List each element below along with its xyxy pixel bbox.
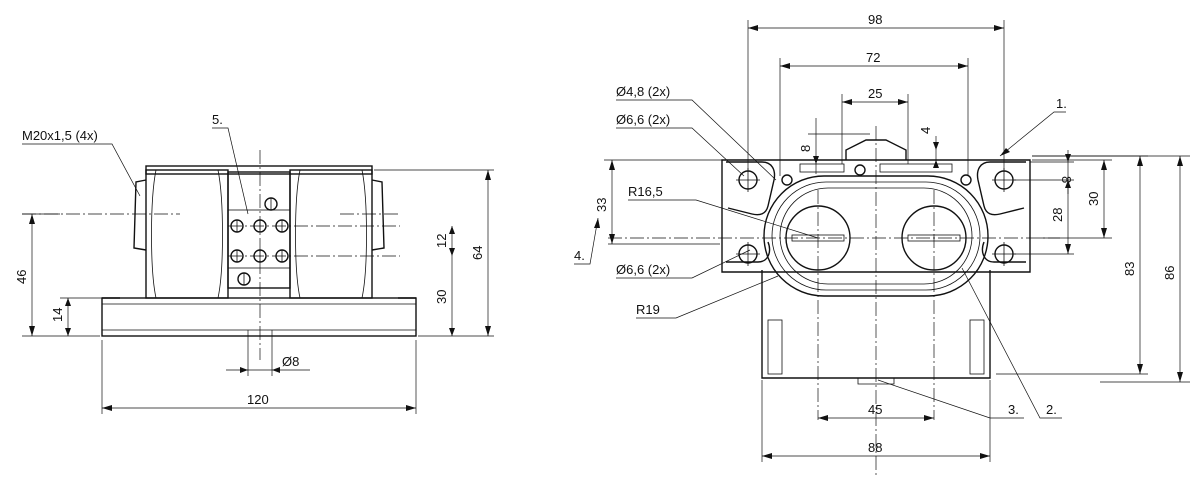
right-block-curves <box>295 169 367 299</box>
left-gland-nub <box>133 179 147 251</box>
dimension-88: 88 <box>761 380 991 462</box>
thread-callout: M20x1,5 (4x) <box>22 128 141 197</box>
left-block-curves <box>151 169 223 299</box>
item-3-callout: 3. <box>877 379 1024 419</box>
mounting-holes <box>736 168 1016 266</box>
bottom-tab <box>857 378 895 385</box>
radius-19-callout: R19 <box>636 275 779 319</box>
hole-66-bottom-callout: Ø6,6 (2x) <box>616 249 751 279</box>
item-1-label: 1. <box>1056 96 1067 111</box>
dim-86-label: 86 <box>1162 266 1177 280</box>
dim-dia8-label: Ø8 <box>282 354 299 369</box>
dim-98-label: 98 <box>868 12 882 27</box>
flange-plate <box>721 159 1031 273</box>
dimension-12: 12 <box>434 226 455 256</box>
terminal-frame <box>227 209 291 269</box>
item-5-callout: 5. <box>212 112 249 215</box>
top-screw <box>854 164 866 176</box>
dimension-33: 33 <box>594 159 722 245</box>
top-cover <box>145 165 373 175</box>
dimension-8-top: 8 <box>798 118 870 174</box>
dimension-4: 4 <box>918 127 939 168</box>
terminal-screws <box>230 197 289 286</box>
dim-46-label: 46 <box>14 270 29 284</box>
right-small-screw <box>960 174 972 186</box>
dimension-8-right: 8 <box>1014 150 1074 194</box>
dim-88-label: 88 <box>868 440 882 455</box>
dim-33-label: 33 <box>594 198 609 212</box>
dimension-30-right: 30 <box>1032 159 1112 239</box>
item-2-label: 2. <box>1046 402 1057 417</box>
left-small-screw <box>781 174 793 186</box>
item-4-callout: 4. <box>574 217 600 265</box>
dim-45-label: 45 <box>868 402 882 417</box>
dimension-25: 25 <box>841 86 909 164</box>
lower-left-slot <box>767 319 783 375</box>
top-slot-left <box>799 163 845 173</box>
right-bracket <box>976 161 1026 216</box>
radius-165-callout: R16,5 <box>628 184 819 239</box>
hole-66-top-label: Ø6,6 (2x) <box>616 112 670 127</box>
left-body-block <box>145 169 229 299</box>
hole-48-label: Ø4,8 (2x) <box>616 84 670 99</box>
item-4-label: 4. <box>574 248 585 263</box>
dimension-28: 28 <box>1014 180 1074 255</box>
dimension-86: 86 <box>1032 155 1190 383</box>
dim-120-label: 120 <box>247 392 269 407</box>
hole-66-top-callout: Ø6,6 (2x) <box>616 112 745 177</box>
dim-12-label: 12 <box>434 234 449 248</box>
dim-8-top-label: 8 <box>798 145 813 152</box>
dimension-83: 83 <box>996 155 1148 375</box>
dim-30-label: 30 <box>434 290 449 304</box>
lower-right-slot <box>969 319 985 375</box>
dimension-72: 72 <box>779 50 969 176</box>
dim-83-label: 83 <box>1122 262 1137 276</box>
dimension-14: 14 <box>50 297 102 336</box>
dim-4-label: 4 <box>918 127 933 134</box>
item-5-label: 5. <box>212 112 223 127</box>
dimension-dia8: Ø8 <box>226 330 310 376</box>
dim-72-label: 72 <box>866 50 880 65</box>
left-view: 46 14 12 30 64 <box>14 112 494 414</box>
left-base-lines <box>102 303 416 331</box>
dim-28-label: 28 <box>1050 208 1065 222</box>
dimension-45: 45 <box>818 402 934 421</box>
dim-25-label: 25 <box>868 86 882 101</box>
right-body-block <box>289 169 373 299</box>
thread-label: M20x1,5 (4x) <box>22 128 98 143</box>
dimension-98: 98 <box>747 12 1005 170</box>
left-bracket <box>726 161 776 216</box>
top-slot-right <box>879 163 953 173</box>
opening-centerlines <box>817 190 935 420</box>
dimension-46: 46 <box>14 213 100 337</box>
dimension-30: 30 <box>418 256 460 337</box>
item-3-label: 3. <box>1008 402 1019 417</box>
item-1-callout: 1. <box>999 96 1067 157</box>
dim-30-right-label: 30 <box>1086 192 1101 206</box>
radius-165-label: R16,5 <box>628 184 663 199</box>
radius-19-label: R19 <box>636 302 660 317</box>
dim-64-label: 64 <box>470 246 485 260</box>
dimension-120: 120 <box>101 340 417 414</box>
left-base-plate <box>101 297 417 337</box>
right-view: 98 72 25 8 4 <box>574 12 1190 478</box>
right-gland-nub <box>371 179 385 251</box>
terminal-centerlines <box>228 225 400 257</box>
dimension-64: 64 <box>374 169 494 337</box>
hole-66-bottom-label: Ø6,6 (2x) <box>616 262 670 277</box>
dim-8-right-label: 8 <box>1059 176 1074 183</box>
dim-14-label: 14 <box>50 308 65 322</box>
item-2-callout: 2. <box>961 267 1062 419</box>
hole-48-callout: Ø4,8 (2x) <box>616 84 777 181</box>
